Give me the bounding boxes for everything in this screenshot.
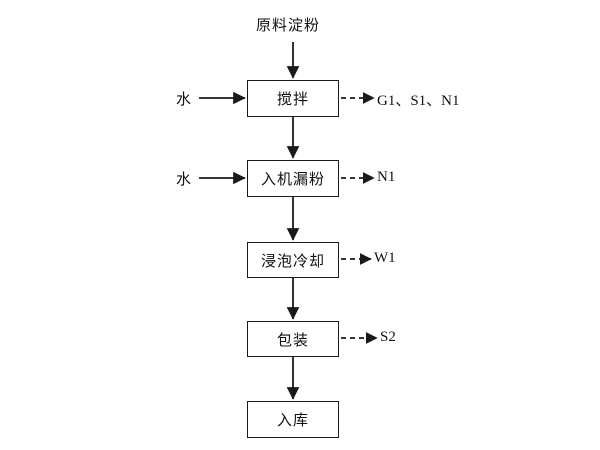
process-node-packing[interactable]: 包装	[247, 321, 339, 357]
output-label-soaking: W1	[374, 250, 396, 266]
raw-material-label: 原料淀粉	[256, 16, 321, 34]
output-label-packing: S2	[380, 329, 396, 345]
water-input-label-feeding: 水	[176, 170, 193, 188]
output-label-feeding: N1	[377, 169, 396, 185]
process-node-feeding[interactable]: 入机漏粉	[247, 160, 339, 197]
process-node-storage[interactable]: 入库	[247, 401, 339, 438]
output-label-mixing: G1、S1、N1	[377, 93, 460, 109]
water-input-label-mixing: 水	[176, 90, 193, 108]
process-node-soaking[interactable]: 浸泡冷却	[247, 242, 339, 278]
process-node-mixing[interactable]: 搅拌	[247, 80, 339, 117]
